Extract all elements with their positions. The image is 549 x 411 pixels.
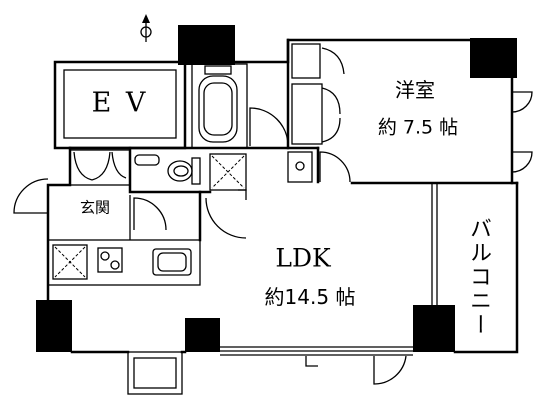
bath-faucet [204, 65, 232, 75]
western-room-label: 洋室 [395, 78, 435, 102]
elevator-shaft [53, 60, 187, 150]
toilet-seat [173, 165, 189, 177]
entrance [13, 149, 202, 242]
kitchen-sink-basin [157, 252, 187, 272]
stove-burner-a [100, 251, 110, 261]
elevator-inner [63, 69, 177, 139]
north-arrow-head [142, 14, 150, 23]
western-room-door [319, 151, 351, 183]
pipe-shaft-cross [211, 155, 245, 189]
fridge-space-cross [54, 246, 86, 278]
toilet-door-stop [238, 189, 247, 200]
elevator-label: E V [91, 87, 149, 119]
western-room-window-lower [511, 151, 533, 173]
kitchen-sink [152, 248, 192, 276]
balcony-label: バルコニー [466, 217, 491, 337]
ldk-openings [127, 346, 413, 395]
column-bottom-center [185, 318, 220, 352]
ldk-label: LDK [275, 243, 331, 273]
bay-window-inner [133, 357, 177, 389]
column-top-right [470, 38, 517, 78]
column-bottom-right [413, 305, 455, 352]
column-bottom-left [36, 300, 72, 352]
bathtub-inner [203, 82, 233, 136]
shoe-closet-door-c [111, 151, 127, 179]
stove [97, 247, 123, 273]
closet-upper [291, 43, 321, 79]
wall-top [233, 38, 472, 64]
column-top-center [178, 25, 235, 65]
fridge-space [52, 244, 88, 280]
western-room-openings [319, 91, 533, 183]
western-room-window-upper [511, 91, 533, 113]
closet-upper-door [321, 47, 345, 75]
bay-window [127, 351, 183, 395]
balcony [431, 181, 519, 354]
shoe-closet [69, 149, 131, 186]
columns [36, 25, 517, 352]
vanity-counter [287, 151, 313, 183]
western-room-closets [291, 43, 345, 145]
toilet-tank [191, 157, 201, 185]
closet-lower-door-b [321, 117, 341, 143]
ldk-area: 約14.5 帖 [264, 285, 356, 309]
toilet-door [205, 197, 247, 239]
bath-unit [191, 63, 248, 149]
balcony-edge [453, 181, 519, 354]
south-door [373, 355, 407, 385]
north-arrow-icon [140, 14, 152, 42]
shoe-closet-door-b [91, 151, 111, 181]
elevator-outer [53, 60, 187, 150]
window-stop [305, 356, 318, 367]
bath-door [249, 107, 289, 147]
north-arrow-ring [140, 26, 152, 38]
entrance-inner-door [133, 197, 167, 231]
toilet-room [128, 146, 247, 239]
bathroom [191, 63, 289, 149]
closet-lower [291, 83, 323, 145]
vanity [287, 151, 313, 183]
wall-left [46, 146, 72, 302]
bathtub [198, 75, 238, 143]
hand-sink [134, 154, 160, 166]
entrance-label: 玄関 [79, 198, 111, 217]
western-room-area: 約 7.5 帖 [377, 116, 459, 139]
toilet-bowl [167, 160, 193, 182]
closet-lower-door-a [321, 87, 341, 115]
kitchen-counter [47, 239, 201, 286]
pipe-shaft [209, 153, 247, 191]
stove-burner-b [110, 260, 120, 270]
kitchen [47, 239, 201, 286]
shoe-closet-door-a [73, 151, 93, 181]
entrance-door [13, 178, 49, 214]
vanity-basin [295, 161, 305, 171]
